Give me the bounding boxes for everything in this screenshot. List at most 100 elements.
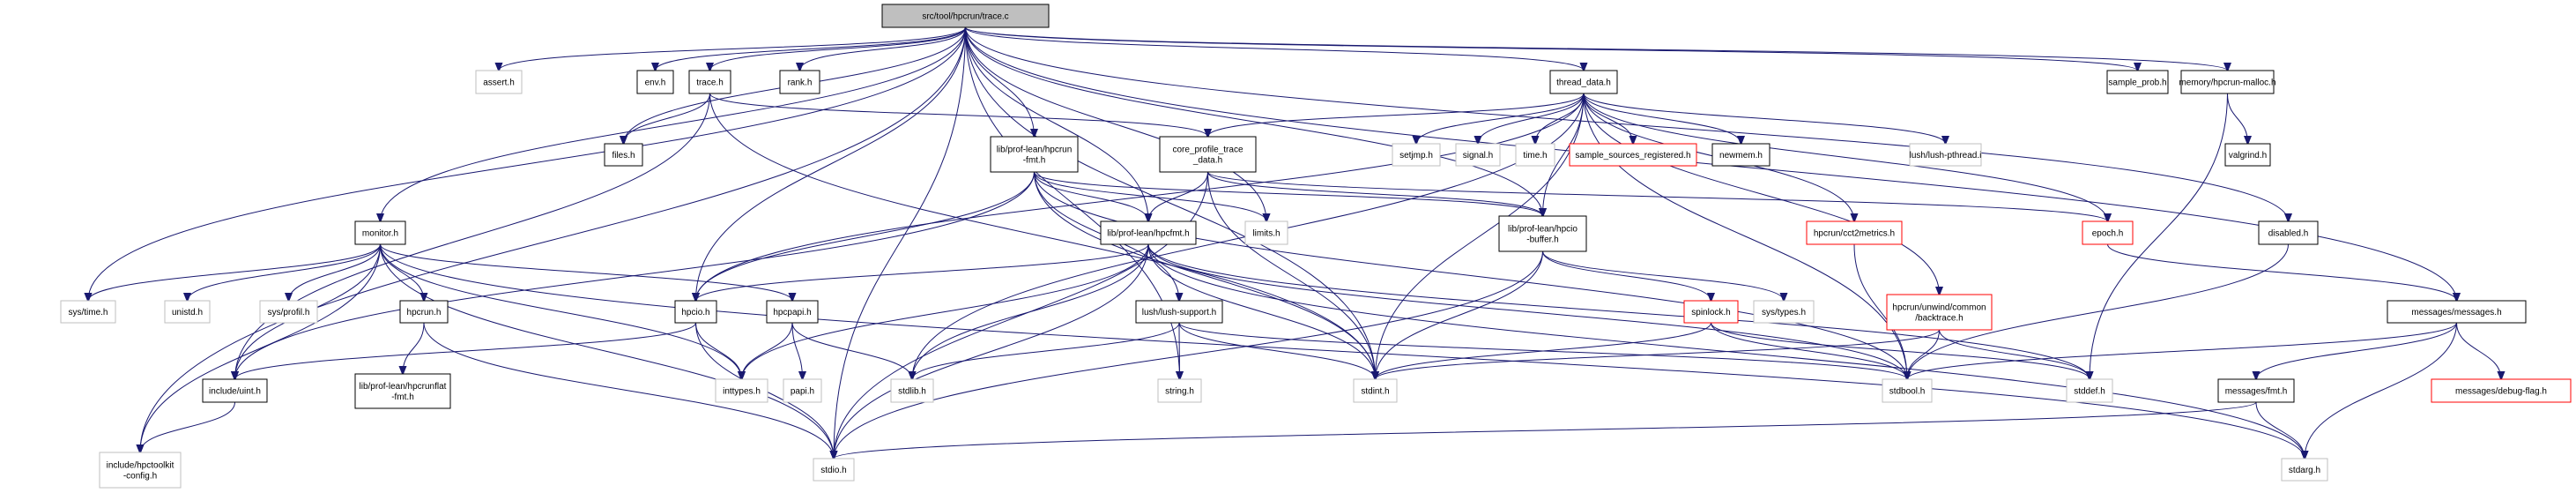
node-box — [1100, 220, 1197, 245]
edge-root-to-disabled — [965, 26, 2289, 221]
edge-hpcpapi-to-inttypes — [742, 322, 793, 379]
node-hpcrun-h[interactable]: hpcrun.h — [399, 300, 449, 324]
edge-hpcrun_malloc-to-stddef — [2090, 93, 2228, 379]
node-inttypes[interactable]: inttypes.h — [715, 378, 768, 403]
node-sys-time[interactable]: sys/time.h — [60, 300, 116, 324]
edge-core_profile-to-hpcfmt — [1148, 171, 1208, 221]
edge-hpcio_buffer-to-stdio — [834, 250, 1543, 459]
node-hpcio-buffer[interactable]: lib/prof-lean/hpcio-buffer.h — [1498, 215, 1587, 252]
node-stdbool[interactable]: stdbool.h — [1882, 378, 1933, 403]
node-papi[interactable]: papi.h — [783, 378, 822, 403]
edge-hpcrun_fmt-to-hpcfmt — [1034, 171, 1149, 221]
node-time[interactable]: time.h — [1515, 143, 1555, 167]
node-signal[interactable]: signal.h — [1455, 143, 1501, 167]
node-valgrind[interactable]: valgrind.h — [2224, 143, 2271, 167]
node-unistd[interactable]: unistd.h — [164, 300, 211, 324]
node-stdint[interactable]: stdint.h — [1353, 378, 1398, 403]
node-sample-prob[interactable]: sample_prob.h — [2106, 70, 2169, 94]
node-label: files.h — [612, 151, 635, 161]
node-messages[interactable]: messages/messages.h — [2387, 300, 2527, 324]
node-stdlib[interactable]: stdlib.h — [890, 378, 934, 403]
node-env[interactable]: env.h — [636, 70, 674, 94]
node-label: lib/prof-lean/hpcio — [1508, 225, 1578, 235]
node-epoch[interactable]: epoch.h — [2082, 220, 2134, 245]
edge-trace_h-to-stdint — [709, 93, 1376, 379]
edge-monitor-to-stdio — [380, 243, 835, 459]
node-label: hpcio.h — [681, 308, 709, 317]
node-hpcio[interactable]: hpcio.h — [674, 300, 717, 324]
node-setjmp[interactable]: setjmp.h — [1392, 143, 1441, 167]
node-lush-support[interactable]: lush/lush-support.h — [1135, 300, 1223, 324]
node-hpcrun-malloc[interactable]: memory/hpcrun-malloc.h — [2179, 70, 2276, 94]
node-box — [1498, 215, 1587, 252]
node-box — [1711, 143, 1771, 167]
node-label: signal.h — [1463, 151, 1493, 161]
node-stdio[interactable]: stdio.h — [813, 458, 855, 482]
node-disabled[interactable]: disabled.h — [2258, 220, 2319, 245]
edge-monitor-to-inttypes — [380, 243, 742, 379]
edge-root-to-messages — [965, 26, 2457, 301]
edge-monitor-to-stdarg — [380, 243, 2305, 459]
node-box — [688, 70, 731, 94]
node-box — [766, 300, 819, 324]
node-label: sys/types.h — [1762, 308, 1806, 317]
node-label: limits.h — [1252, 229, 1280, 239]
node-hpctoolkit-config[interactable]: include/hpctoolkit-config.h — [99, 452, 182, 489]
node-files[interactable]: files.h — [604, 143, 643, 167]
node-box — [202, 378, 268, 403]
node-label: -fmt.h — [391, 392, 414, 402]
node-uint[interactable]: include/uint.h — [202, 378, 268, 403]
node-rank[interactable]: rank.h — [779, 70, 820, 94]
edge-monitor-to-unistd — [188, 243, 381, 301]
node-stdarg[interactable]: stdarg.h — [2281, 458, 2328, 482]
node-assert[interactable]: assert.h — [475, 70, 523, 94]
node-lush-pthread[interactable]: lush/lush-pthread.i — [1909, 143, 1982, 167]
nodes-layer: src/tool/hpcrun/trace.c assert.h env.h trac… — [60, 4, 2572, 489]
node-hpcrunflat[interactable]: lib/prof-lean/hpcrunflat-fmt.h — [354, 373, 451, 409]
node-limits[interactable]: limits.h — [1244, 220, 1288, 245]
node-spinlock[interactable]: spinlock.h — [1683, 300, 1739, 324]
node-label: _data.h — [1192, 156, 1222, 166]
edge-backtrace-to-stdint — [1376, 329, 1940, 379]
node-hpcfmt[interactable]: lib/prof-lean/hpcfmt.h — [1100, 220, 1197, 245]
node-box — [2281, 458, 2328, 482]
node-backtrace[interactable]: hpcrun/unwind/common/backtrace.h — [1886, 294, 1993, 331]
node-monitor[interactable]: monitor.h — [354, 220, 406, 245]
node-core-profile[interactable]: core_profile_trace_data.h — [1159, 136, 1257, 173]
node-hpcrun-fmt[interactable]: lib/prof-lean/hpcrun-fmt.h — [990, 136, 1079, 173]
edge-root-to-stdio — [834, 26, 966, 459]
node-label: assert.h — [483, 78, 515, 88]
node-debug-flag[interactable]: messages/debug-flag.h — [2431, 378, 2572, 403]
edge-core_profile-to-hpcio_buffer — [1207, 171, 1543, 216]
node-label: hpcpapi.h — [773, 308, 811, 317]
edge-hpcfmt-to-stdio — [834, 243, 1149, 459]
node-label: memory/hpcrun-malloc.h — [2179, 78, 2275, 88]
edge-monitor-to-sys_time — [88, 243, 381, 301]
node-hpcpapi[interactable]: hpcpapi.h — [766, 300, 819, 324]
node-sys-profil[interactable]: sys/profil.h — [259, 300, 318, 324]
node-msg-fmt[interactable]: messages/fmt.h — [2217, 378, 2295, 403]
edge-root-to-sys_time — [88, 26, 966, 301]
node-cct2metrics[interactable]: hpcrun/cct2metrics.h — [1806, 220, 1903, 245]
node-label: papi.h — [791, 387, 814, 397]
edge-root-to-limits — [965, 26, 1267, 221]
node-label: valgrind.h — [2229, 151, 2267, 161]
node-sys-types[interactable]: sys/types.h — [1753, 300, 1815, 324]
node-newmem[interactable]: newmem.h — [1711, 143, 1771, 167]
edge-thread_data-to-signal — [1478, 93, 1585, 144]
node-box — [354, 373, 451, 409]
edge-hpcio_buffer-to-spinlock — [1542, 250, 1711, 301]
node-label: spinlock.h — [1691, 308, 1730, 317]
node-ssr[interactable]: sample_sources_registered.h — [1569, 143, 1697, 167]
node-label: epoch.h — [2092, 229, 2124, 239]
node-box — [354, 220, 406, 245]
node-trace-h[interactable]: trace.h — [688, 70, 731, 94]
node-box — [1549, 70, 1618, 94]
node-thread-data[interactable]: thread_data.h — [1549, 70, 1618, 94]
node-string[interactable]: string.h — [1157, 378, 1202, 403]
node-label: sample_sources_registered.h — [1575, 151, 1690, 161]
node-root[interactable]: src/tool/hpcrun/trace.c — [881, 4, 1050, 28]
edge-thread_data-to-hpcio — [696, 93, 1585, 301]
node-box — [1455, 143, 1501, 167]
node-stddef[interactable]: stddef.h — [2066, 378, 2113, 403]
